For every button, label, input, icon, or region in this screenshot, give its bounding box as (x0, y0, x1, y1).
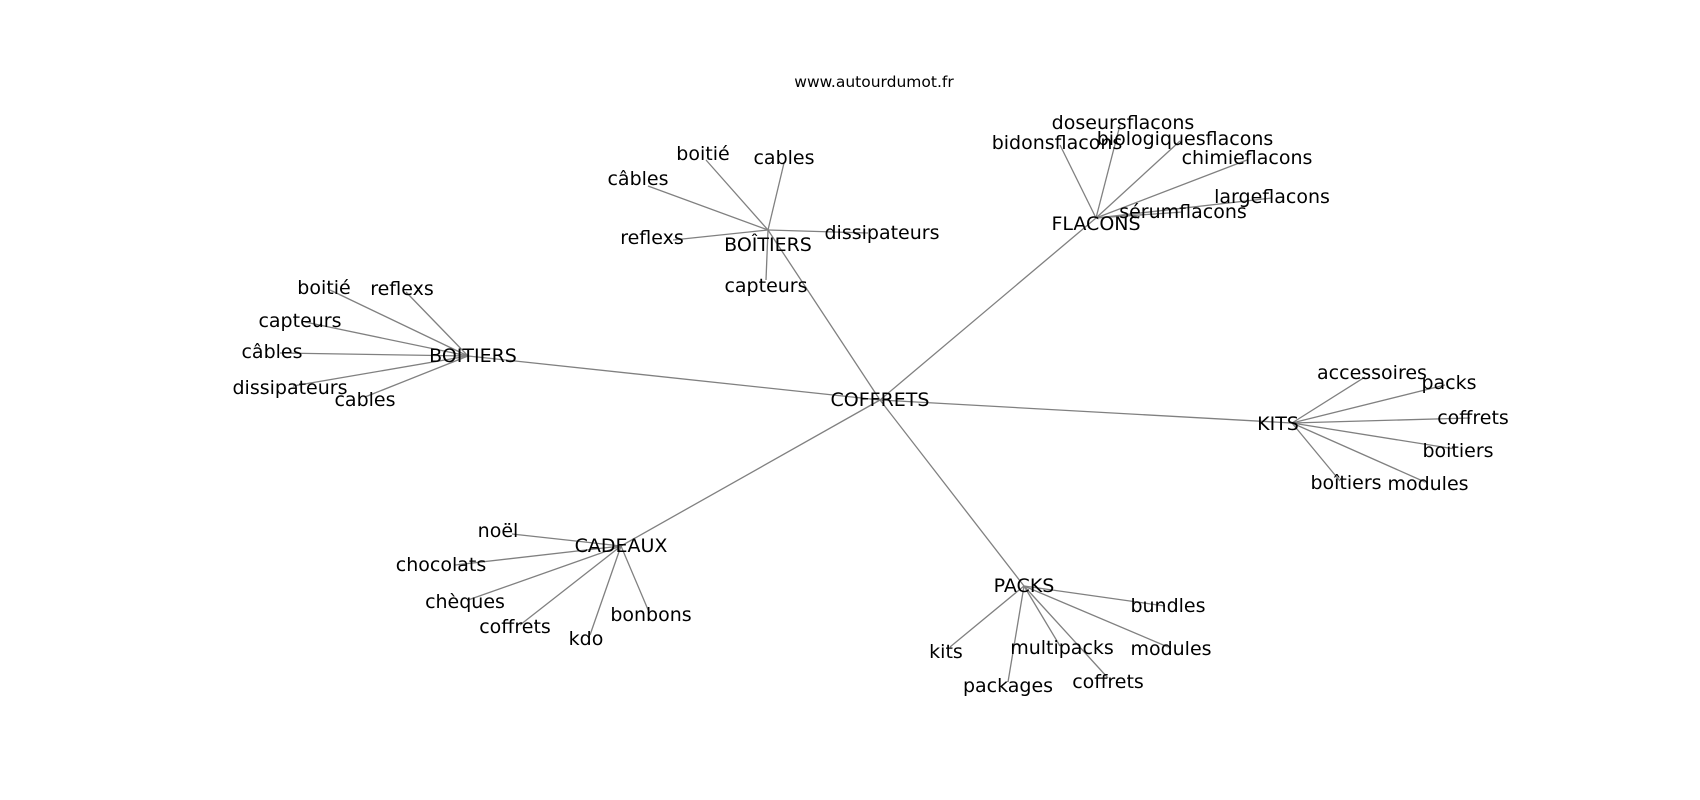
leaf-node-coffrets: coffrets (1437, 407, 1509, 429)
edge-center-to-kits-3 (879, 399, 1293, 424)
edge-boitiers-0-to-cables (647, 185, 769, 231)
edge-cadeaux-4-to-noel (511, 533, 622, 547)
leaf-node-capteurs: capteurs (258, 310, 341, 332)
edge-flacons-1-to-bidonsflacons (1059, 144, 1097, 219)
leaf-node-coffrets: coffrets (1072, 671, 1144, 693)
edge-flacons-1-to-biologiquesflacons (1095, 140, 1181, 219)
graph-edges (279, 124, 1471, 683)
leaf-node-serumflacons: sérumflacons (1119, 201, 1247, 223)
leaf-node-bundles: bundles (1130, 595, 1205, 617)
edge-packs-5-to-bundles (1023, 585, 1166, 607)
leaf-node-dissipateurs: dissipateurs (232, 377, 347, 399)
leaf-node-multipacks: multipacks (1010, 637, 1114, 659)
edge-boitiers-0-to-reflexs (672, 229, 769, 241)
leaf-node-coffrets: coffrets (479, 616, 551, 638)
leaf-node-dissipateurs: dissipateurs (824, 222, 939, 244)
leaf-node-doseursflacons: doseursflacons (1052, 112, 1195, 134)
edge-kits-3-to-boitiers (1291, 422, 1456, 450)
hub-node-kits-3: KITS (1257, 413, 1299, 435)
edge-flacons-1-to-chimieflacons (1095, 159, 1248, 219)
leaf-node-boitie: boitié (297, 277, 350, 299)
site-url: www.autourdumot.fr (794, 73, 954, 91)
leaf-node-capteurs: capteurs (724, 275, 807, 297)
edge-packs-5-to-kits (949, 585, 1025, 648)
leaf-node-cables: cables (753, 147, 814, 169)
edge-boitiers-0-to-capteurs (765, 229, 769, 281)
leaf-node-chocolats: chocolats (396, 554, 486, 576)
edge-packs-5-to-multipacks (1023, 585, 1061, 647)
graph-labels: www.autourdumot.fr COFFRETS BOÎTIERS boiti… (232, 73, 1508, 697)
edge-center-to-cadeaux-4 (620, 399, 881, 547)
center-node-label: COFFRETS (831, 389, 930, 411)
leaf-node-accessoires: accessoires (1317, 362, 1427, 384)
leaf-node-reflexs: reflexs (370, 278, 434, 300)
edge-boitiers-2-to-dissipateurs (292, 355, 469, 387)
leaf-node-largeflacons: largeflacons (1214, 186, 1330, 208)
leaf-node-boitie: boitié (676, 143, 729, 165)
edge-kits-3-to-modules (1291, 422, 1426, 483)
leaf-node-cables: câbles (241, 341, 302, 363)
leaf-node-noel: noël (478, 520, 519, 542)
edge-center-to-boitiers-0 (767, 229, 881, 401)
edge-boitiers-0-to-boitie (705, 159, 769, 231)
edge-cadeaux-4-to-bonbons (620, 545, 650, 613)
leaf-node-kits: kits (929, 641, 963, 663)
leaf-node-modules: modules (1387, 473, 1468, 495)
edge-cadeaux-4-to-coffrets (519, 545, 622, 626)
leaf-node-bidonsflacons: bidonsflacons (992, 132, 1123, 154)
hub-node-cadeaux-4: CADEAUX (575, 535, 668, 557)
leaf-node-bonbons: bonbons (610, 604, 691, 626)
leaf-node-chimieflacons: chimieflacons (1182, 147, 1313, 169)
leaf-node-cables: cables (334, 389, 395, 411)
hub-node-flacons-1: FLACONS (1051, 213, 1140, 235)
edge-boitiers-0-to-dissipateurs (767, 229, 869, 234)
edge-boitiers-2-to-boitie (329, 289, 469, 357)
edge-center-to-boitiers-2 (467, 355, 881, 401)
edge-kits-3-to-packs (1291, 384, 1446, 424)
edge-boitiers-2-to-cables (279, 352, 469, 357)
edge-flacons-1-to-doseursflacons (1095, 124, 1121, 219)
edge-boitiers-0-to-cables (767, 162, 785, 231)
edge-flacons-1-to-serumflacons (1095, 211, 1184, 219)
edge-kits-3-to-accessoires (1291, 376, 1366, 424)
hub-node-packs-5: PACKS (994, 575, 1055, 597)
edge-boitiers-2-to-cables (364, 355, 469, 398)
edge-kits-3-to-coffrets (1291, 417, 1471, 424)
leaf-node-kdo: kdo (569, 628, 604, 650)
edge-packs-5-to-packages (1007, 585, 1025, 683)
edge-cadeaux-4-to-kdo (589, 545, 622, 636)
edge-boitiers-2-to-reflexs (405, 291, 469, 357)
edge-flacons-1-to-largeflacons (1095, 197, 1273, 219)
edge-packs-5-to-coffrets (1023, 585, 1109, 679)
leaf-node-packs: packs (1421, 372, 1476, 394)
edge-cadeaux-4-to-chocolats (454, 545, 622, 566)
edge-kits-3-to-boitiers (1291, 422, 1341, 482)
hub-node-boitiers-0: BOÎTIERS (724, 233, 812, 256)
leaf-node-boitiers: boîtiers (1310, 472, 1381, 494)
leaf-node-boitiers: boitiers (1422, 440, 1493, 462)
leaf-node-modules: modules (1130, 638, 1211, 660)
edge-center-to-flacons-1 (879, 217, 1097, 401)
leaf-node-cables: câbles (607, 168, 668, 190)
leaf-node-reflexs: reflexs (620, 227, 684, 249)
hub-node-boitiers-2: BOITIERS (429, 345, 517, 367)
leaf-node-cheques: chèques (425, 591, 505, 613)
edge-cadeaux-4-to-cheques (467, 545, 622, 601)
edge-packs-5-to-modules (1023, 585, 1169, 648)
edge-boitiers-2-to-capteurs (304, 321, 469, 357)
leaf-node-biologiquesflacons: biologiquesflacons (1097, 128, 1274, 150)
edge-center-to-packs-5 (879, 399, 1025, 587)
leaf-node-packages: packages (963, 675, 1053, 697)
